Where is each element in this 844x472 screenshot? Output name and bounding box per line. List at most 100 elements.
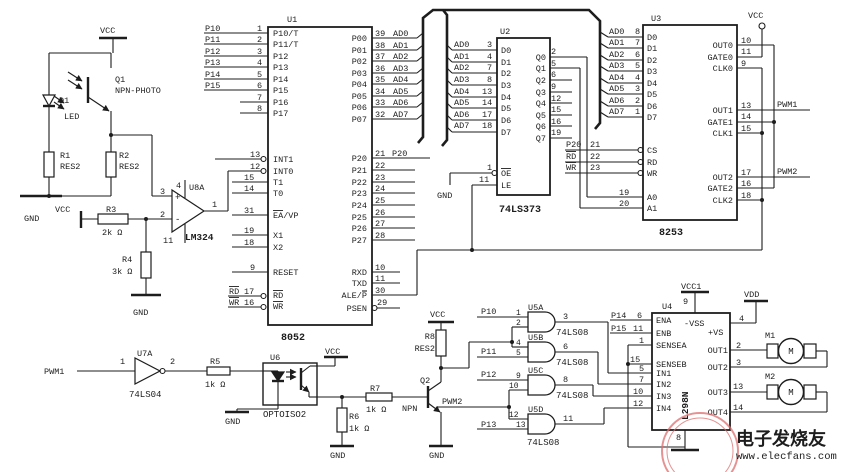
wire <box>599 65 609 72</box>
schematic-label: R7 <box>370 384 380 394</box>
pin-bubble <box>260 167 267 175</box>
schematic-label: RES2 <box>119 162 139 172</box>
schematic-label: P27 <box>352 236 367 246</box>
schematic-label: 14 <box>244 184 254 194</box>
schematic-label: 3 <box>563 312 568 322</box>
schematic-label: 37 <box>375 52 385 62</box>
schematic-label: 5 <box>257 70 262 80</box>
schematic-label: VCC <box>430 310 445 320</box>
schematic-label: P10 <box>481 307 496 317</box>
schematic-label: D1 <box>59 96 69 106</box>
schematic-label: 8 <box>676 433 681 443</box>
schematic-label: 23 <box>590 163 600 173</box>
and-gate-body <box>527 311 556 333</box>
inverter-triangle <box>134 357 162 385</box>
schematic-label: 15 <box>630 355 640 365</box>
junction-dot <box>626 362 630 366</box>
schematic-label: 16 <box>741 179 751 189</box>
schematic-label: 1 <box>516 309 521 318</box>
r2-body <box>105 151 117 178</box>
schematic-label: PWM1 <box>44 367 64 377</box>
schematic-label: U7A <box>137 349 153 359</box>
schematic-label: U1 <box>287 15 297 25</box>
schematic-label: D6 <box>501 116 511 126</box>
schematic-label: CLK1 <box>713 129 733 139</box>
schematic-label: U2 <box>500 27 510 37</box>
schematic-label: PSEN <box>347 304 367 314</box>
u3-8253-body <box>642 24 738 221</box>
schematic-label: R2 <box>119 151 129 161</box>
schematic-label: 15 <box>741 124 751 134</box>
schematic-label: D7 <box>501 128 511 138</box>
pin-bubble <box>491 169 498 177</box>
schematic-label: 20 <box>619 199 629 209</box>
schematic-label: D6 <box>647 102 657 112</box>
address-bus <box>441 9 449 147</box>
wire <box>416 44 424 51</box>
schematic-label: 11 <box>163 236 173 246</box>
schematic-label: 5 <box>516 349 521 358</box>
and-gate-body <box>527 341 556 363</box>
schematic-label: Q0 <box>536 53 546 63</box>
schematic-label: Q3 <box>536 88 546 98</box>
schematic-label: - <box>175 215 180 225</box>
schematic-label: WR <box>229 298 239 308</box>
schematic-label: P13 <box>273 63 288 73</box>
junction-dot <box>109 133 113 137</box>
schematic-label: AD5 <box>454 98 469 108</box>
schematic-label: RESET <box>273 268 299 278</box>
schematic-label: P23 <box>352 189 367 199</box>
schematic-label: OUT4 <box>708 408 728 418</box>
schematic-label: 1 <box>212 200 217 210</box>
m1-terminal-right <box>803 343 817 359</box>
schematic-label: 3k Ω <box>112 267 132 277</box>
schematic-label: P20 <box>352 154 367 164</box>
wire <box>599 88 609 95</box>
schematic-label: 8 <box>563 375 568 385</box>
schematic-label: P26 <box>352 224 367 234</box>
arrow <box>53 101 65 110</box>
schematic-label: P11/T <box>273 40 299 50</box>
schematic-label: 11 <box>563 414 573 424</box>
schematic-label: 27 <box>375 219 385 229</box>
schematic-label: P14 <box>273 75 288 85</box>
junction-dot <box>47 194 51 198</box>
r6-body <box>336 407 348 433</box>
schematic-label: P11 <box>481 347 496 357</box>
schematic-label: ENB <box>656 329 671 339</box>
schematic-label: P04 <box>352 80 367 90</box>
schematic-label: 4 <box>739 314 744 324</box>
schematic-label: P12 <box>273 52 288 62</box>
wire <box>599 31 609 38</box>
schematic-label: 6 <box>637 311 642 321</box>
schematic-label: D0 <box>501 46 511 56</box>
arrow <box>300 384 310 393</box>
schematic-label: 9 <box>741 59 746 69</box>
wire <box>446 102 453 109</box>
schematic-label: 34 <box>375 87 385 97</box>
schematic-label: 10 <box>375 263 385 273</box>
schematic-label: P25 <box>352 213 367 223</box>
schematic-label: 2 <box>551 47 556 57</box>
wire-layer <box>48 29 828 450</box>
schematic-label: P13 <box>205 58 220 68</box>
schematic-label: 14 <box>733 403 743 413</box>
schematic-label: GND <box>133 308 148 318</box>
schematic-label: 13 <box>482 87 492 97</box>
schematic-label: 36 <box>375 64 385 74</box>
schematic-label: AD6 <box>609 96 624 106</box>
schematic-label: 18 <box>741 191 751 201</box>
schematic-label: LM324 <box>185 232 214 243</box>
schematic-label: 11 <box>479 175 489 185</box>
schematic-label: P07 <box>352 115 367 125</box>
schematic-label: 6 <box>563 342 568 352</box>
schematic-label: AD4 <box>393 75 408 85</box>
m1-terminal-left <box>766 343 779 359</box>
schematic-label: OUT2 <box>708 363 728 373</box>
junction-dot <box>439 366 443 370</box>
schematic-label: P05 <box>352 92 367 102</box>
junction-dot <box>760 131 764 135</box>
schematic-label: U5C <box>528 366 543 376</box>
schematic-label: 22 <box>375 161 385 171</box>
